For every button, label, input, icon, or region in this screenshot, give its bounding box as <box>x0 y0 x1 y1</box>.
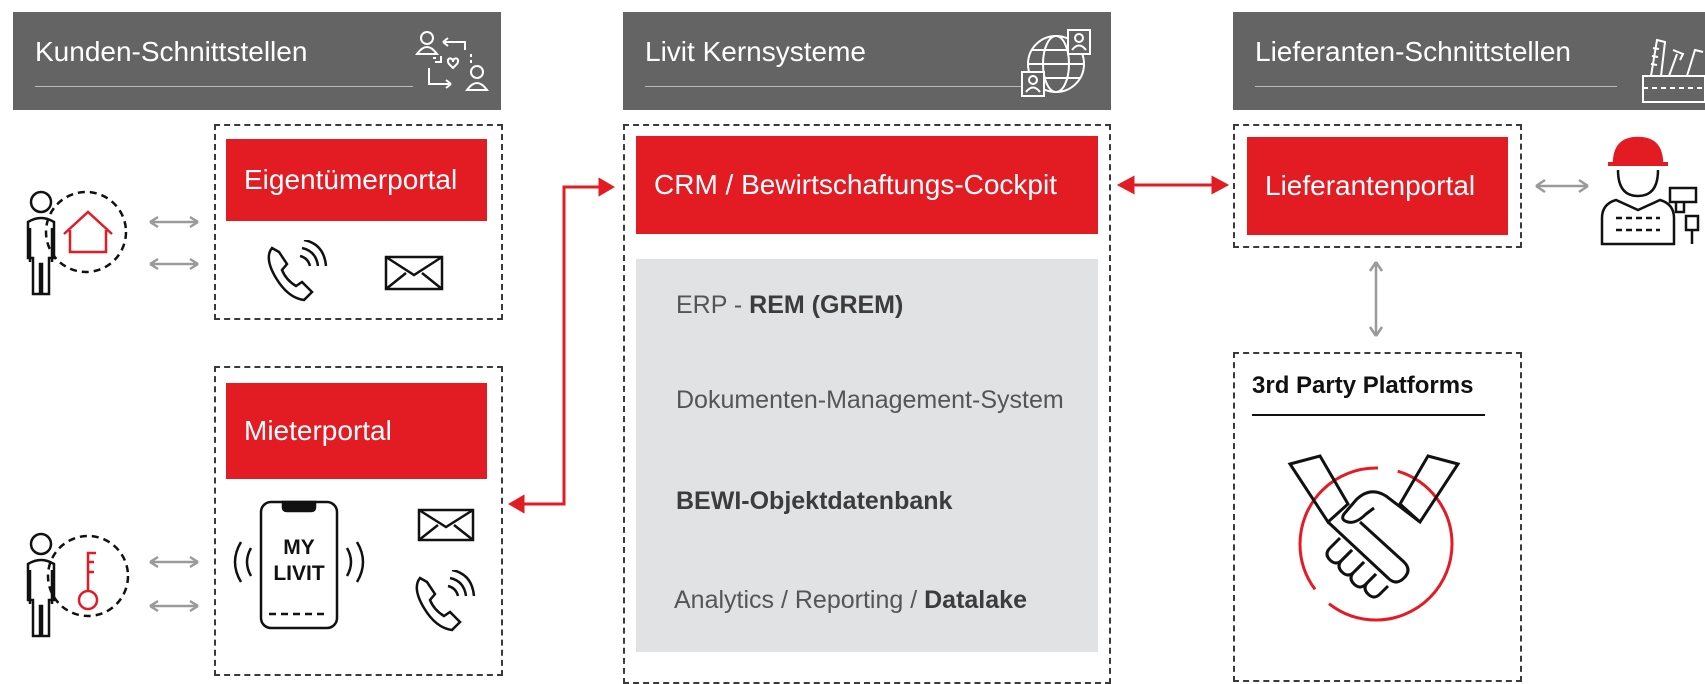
owner-contact-arrows <box>149 215 199 271</box>
erp-name: REM (GREM) <box>749 291 904 319</box>
phone-icon[interactable] <box>412 570 478 632</box>
supplier-contact-arrow <box>1535 178 1589 194</box>
crm-cockpit-button[interactable]: CRM / Bewirtschaftungs-Cockpit <box>636 136 1098 234</box>
erp-item: ERP - REM (GREM) <box>676 291 903 320</box>
analytics-prefix: Analytics / Reporting / <box>674 586 925 614</box>
construction-worker-icon <box>1600 136 1700 246</box>
app-label-line2: LIVIT <box>273 562 325 585</box>
erp-prefix: ERP - <box>676 291 750 319</box>
smartphone-icon <box>233 500 365 630</box>
bewi-item: BEWI-Objektdatenbank <box>676 487 953 515</box>
third-party-title: 3rd Party Platforms <box>1252 372 1474 399</box>
core-systems-panel: ERP - REM (GREM) Dokumenten-Management-S… <box>636 259 1098 652</box>
globe-people-icon <box>1021 29 1091 97</box>
toolbox-icon <box>1642 38 1705 103</box>
owner-portal-group <box>214 124 503 320</box>
supplier-interfaces-title: Lieferanten-Schnittstellen <box>1255 36 1571 67</box>
owner-portal-button[interactable]: Eigentümerportal <box>226 139 487 221</box>
app-label-line1: MY <box>283 536 315 559</box>
mail-icon[interactable] <box>384 255 444 291</box>
supplier-portal-button[interactable]: Lieferantenportal <box>1247 137 1508 235</box>
tenant-portal-button[interactable]: Mieterportal <box>226 383 487 479</box>
core-systems-header: Livit Kernsysteme <box>623 12 1111 110</box>
third-party-underline <box>1252 414 1485 416</box>
connector-arrows <box>508 175 1230 514</box>
dms-item: Dokumenten-Management-System <box>676 386 1064 414</box>
handshake-icon <box>1287 454 1461 622</box>
header-underline <box>1255 86 1617 87</box>
phone-icon[interactable] <box>264 240 330 302</box>
my-livit-app-icon[interactable]: MY LIVIT <box>229 500 369 632</box>
supplier-interfaces-header: Lieferanten-Schnittstellen <box>1233 12 1705 110</box>
tenant-person-icon <box>26 532 130 638</box>
supplier-portal-group <box>1233 124 1522 248</box>
tenant-contact-arrows <box>149 555 199 613</box>
analytics-item: Analytics / Reporting / Datalake <box>674 586 1027 615</box>
mail-icon[interactable] <box>417 508 475 542</box>
header-underline <box>645 86 1021 87</box>
datalake-label: Datalake <box>924 586 1027 614</box>
header-underline <box>35 86 413 87</box>
vertical-connector-arrow <box>1368 261 1384 337</box>
customer-interfaces-title: Kunden-Schnittstellen <box>35 36 308 67</box>
people-exchange-icon <box>415 31 489 91</box>
core-systems-title: Livit Kernsysteme <box>645 36 866 67</box>
customer-interfaces-header: Kunden-Schnittstellen <box>13 12 501 110</box>
crm-to-supplier-arrow <box>1116 175 1230 195</box>
tenant-to-crm-arrow <box>508 177 615 514</box>
owner-person-icon <box>26 190 128 296</box>
